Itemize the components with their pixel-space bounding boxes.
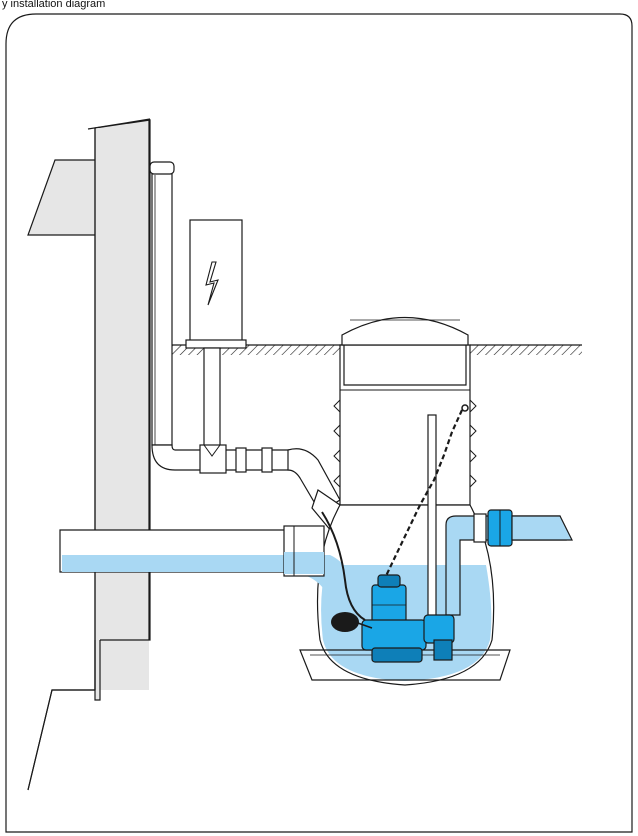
float-cable (321, 511, 366, 621)
diagram-caption: y installation diagram (2, 0, 106, 10)
shaft-ribs-left (333, 399, 341, 488)
electrical-control-box (189, 219, 243, 345)
ground-hatch-right (470, 345, 582, 355)
drain-pipe (203, 347, 221, 449)
wall-lower-ledge (27, 640, 96, 791)
lifting-chain (384, 409, 464, 579)
discharge-outlet (511, 515, 573, 541)
tank-neck (343, 345, 467, 386)
guide-rail (427, 414, 437, 636)
wall-lower-fill (96, 640, 149, 690)
lightning-bolt-icon (205, 261, 219, 306)
discharge-valve (473, 513, 487, 543)
chain-hook (461, 404, 469, 412)
shaft-ribs-right (469, 399, 477, 488)
control-box-base (185, 339, 247, 349)
frame-border (5, 13, 633, 833)
tank-lid (341, 316, 469, 346)
vent-pipe-cap (149, 161, 175, 175)
ground-hatch-left (172, 345, 342, 355)
submersible-pump (361, 574, 455, 663)
wall-lower-wedge (27, 689, 95, 791)
float-switch-icon (331, 612, 359, 632)
tank-shaft (339, 344, 471, 506)
